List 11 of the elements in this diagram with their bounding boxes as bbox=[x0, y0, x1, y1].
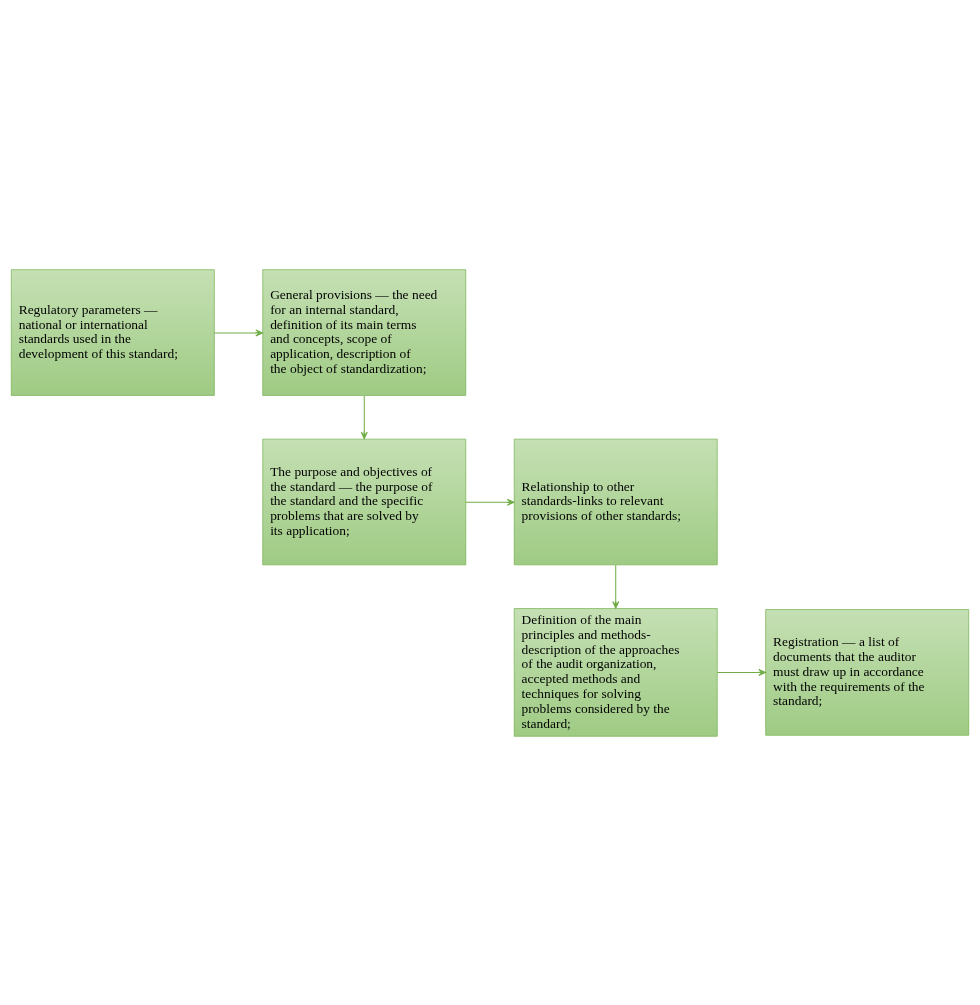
arrow bbox=[612, 563, 620, 609]
node-box: Regulatory parameters — national or international standards used in the development of this standard; bbox=[10, 268, 215, 396]
arrow bbox=[716, 668, 766, 676]
node-box: Relationship to other standards-links to relevant provisions of other standards; bbox=[513, 438, 718, 565]
arrow bbox=[465, 498, 515, 506]
node-box: Registration — a list of documents that the auditor must draw up in accordance with the requirements of the standard; bbox=[765, 608, 970, 736]
arrow bbox=[360, 394, 368, 439]
node-box: Definition of the main principles and methods-description of the approaches of the audit organization, accepted methods and techniques for solving problems considered by the standard; bbox=[513, 607, 718, 737]
arrow bbox=[213, 328, 264, 336]
node-box: General provisions — the need for an internal standard, definition of its main terms and concepts, scope of application, description of the object of standardization; bbox=[262, 268, 467, 396]
node-box: The purpose and objectives of the standard — the purpose of the standard and the specific problems that are solved by its application; bbox=[262, 438, 467, 565]
